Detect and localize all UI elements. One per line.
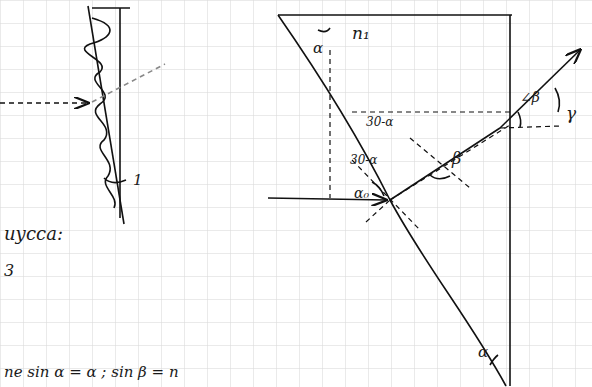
angle-label: β: [452, 150, 461, 168]
angle-label: 30-α: [350, 154, 377, 167]
handwritten-note: 3: [4, 262, 14, 280]
angle-label: ∠β: [520, 90, 540, 105]
angle-label: α: [313, 40, 323, 57]
angle-label: γ: [566, 104, 576, 123]
handwritten-note: ne sin α = α ; sin β = n: [4, 364, 179, 381]
handwritten-note: иусса:: [4, 224, 63, 244]
angle-label: 30-α: [366, 116, 393, 129]
callout-number: 1: [133, 172, 143, 189]
angle-label: α₀: [354, 186, 369, 201]
angle-label: α: [478, 344, 488, 361]
refractive-index: n₁: [352, 24, 370, 43]
